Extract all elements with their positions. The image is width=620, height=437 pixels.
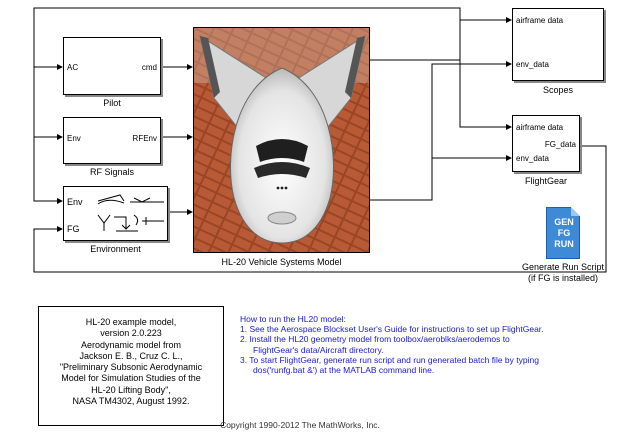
run-script-caption-1: Generate Run Script [500,262,620,272]
run-script-caption-2: (if FG is installed) [500,273,620,283]
scopes-env-port: env_data [516,60,549,69]
environment-env-port: Env [67,198,83,207]
vehicle-label: HL-20 Vehicle Systems Model [193,257,370,267]
pilot-out-port: cmd [142,63,157,72]
wire-airframe [370,20,511,60]
scopes-airframe-port: airframe data [516,16,563,25]
rf-signals-label: RF Signals [63,167,161,177]
flightgear-block[interactable]: airframe data env_data FG_data [512,115,580,172]
environment-fg-port: FG [67,225,80,234]
environment-icon [94,193,166,237]
script-text-run: RUN [547,239,581,250]
script-text-fg: FG [547,228,581,239]
copyright-label: Copyright 1990-2012 The MathWorks, Inc. [220,420,380,430]
flightgear-env-port: env_data [516,154,549,163]
environment-block[interactable]: Env FG [63,186,168,241]
script-text-gen: GEN [547,217,581,228]
hl20-vehicle-image [194,28,370,253]
flightgear-out-port: FG_data [545,140,576,149]
hl20-vehicle-block[interactable] [193,27,370,253]
flightgear-airframe-port: airframe data [516,123,563,132]
wire-envdata [370,64,511,200]
note-line: version 2.0.223 [39,328,223,339]
note-line: Model for Simulation Studies of the [39,373,223,384]
note-line: HL-20 Lifting Body", [39,385,223,396]
rf-signals-block[interactable]: Env RFEnv [63,117,161,164]
wire-feedback-env2 [34,137,62,201]
howto-step-2-cont[interactable]: FlightGear's data/Aircraft directory. [240,345,544,355]
pilot-block[interactable]: AC cmd [63,37,161,95]
model-info-note: HL-20 example model, version 2.0.223 Aer… [38,306,224,426]
rf-in-port: Env [67,134,81,143]
howto-step-3[interactable]: 3. To start FlightGear, generate run scr… [240,355,544,365]
howto-step-2[interactable]: 2. Install the HL20 geometry model from … [240,334,544,344]
copyright-text: Copyright 1990-2012 The MathWorks, Inc. [0,420,620,430]
how-to-run-instructions: How to run the HL20 model: 1. See the Ae… [240,314,544,375]
scopes-block[interactable]: airframe data env_data [512,8,604,81]
note-line: Aerodynamic model from [39,340,223,351]
environment-label: Environment [63,244,168,254]
note-line: HL-20 example model, [39,317,223,328]
howto-step-1[interactable]: 1. See the Aerospace Blockset User's Gui… [240,324,544,334]
scopes-label: Scopes [512,85,604,95]
pilot-in-port: AC [67,63,78,72]
howto-heading: How to run the HL20 model: [240,314,544,324]
rf-out-port: RFEnv [133,134,157,143]
pilot-label: Pilot [63,98,161,108]
wire-feedback-env [34,67,62,137]
howto-step-3-cont[interactable]: dos('runfg.bat &') at the MATLAB command… [240,365,544,375]
flightgear-label: FlightGear [512,176,580,186]
generate-run-script-icon[interactable]: GEN FG RUN [546,207,580,259]
note-line: NASA TM4302, August 1992. [39,396,223,407]
wire-airframe-fg [460,60,511,127]
note-line: "Preliminary Subsonic Aerodynamic [39,362,223,373]
note-line: Jackson E. B., Cruz C. L., [39,351,223,362]
